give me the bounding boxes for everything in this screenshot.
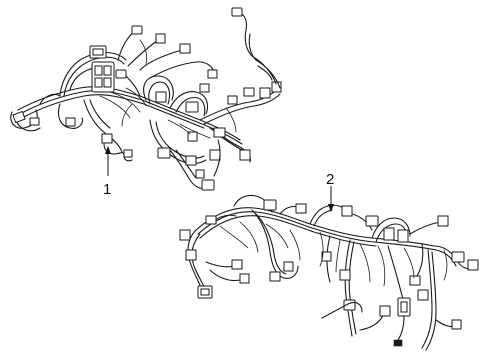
callout-2-arrowhead	[328, 204, 334, 212]
callout-1: 1	[103, 146, 111, 198]
callout-2-label: 2	[326, 171, 334, 188]
callout-1-label: 1	[103, 181, 111, 198]
callout-1-arrowhead	[105, 146, 111, 154]
callout-2: 2	[326, 171, 334, 212]
wiring-harness-1	[10, 7, 282, 191]
wiring-harness-2	[179, 194, 479, 351]
